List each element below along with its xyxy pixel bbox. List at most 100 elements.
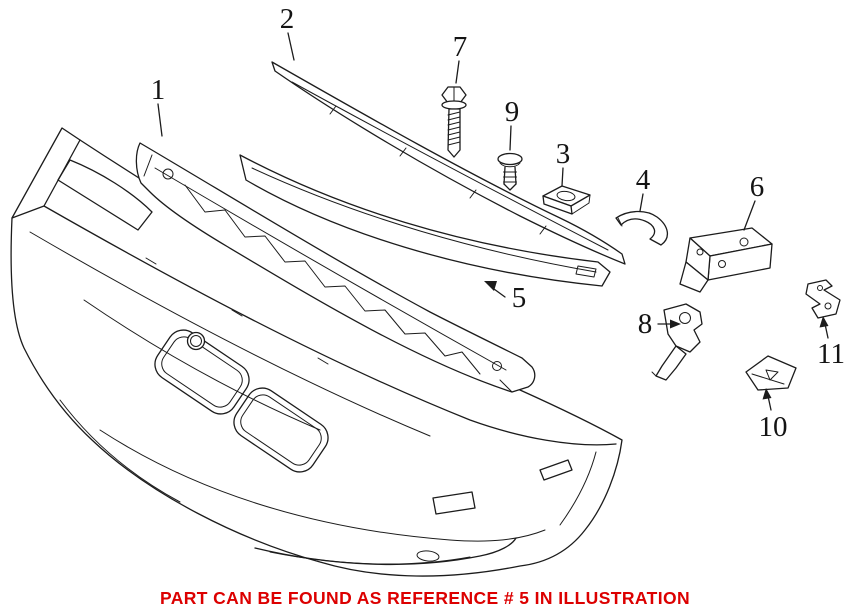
reference-note: PART CAN BE FOUND AS REFERENCE # 5 IN IL…: [159, 588, 691, 608]
bumper-face-crease: [83, 299, 321, 431]
callout-5: 5: [484, 281, 526, 314]
rivet-head: [497, 152, 523, 166]
callout-11-label: 11: [817, 338, 845, 370]
strip-inner-line: [291, 81, 609, 251]
bracket3-drawing: [542, 185, 591, 215]
absorber-end-cap: [143, 154, 153, 177]
bar-inner-line: [251, 167, 597, 273]
callout-2-leader: [287, 32, 295, 61]
bracket10-body: [745, 355, 797, 391]
bracket10-edge: [751, 373, 785, 385]
absorber-hole-left: [162, 168, 174, 180]
bracket8-body: [663, 303, 703, 353]
lower-intake-inner: [269, 551, 471, 565]
callout-7-label: 7: [453, 31, 468, 63]
bumper-upper-crease: [29, 231, 431, 437]
bracket11-hole-1: [817, 285, 823, 291]
callout-8-arrowhead: [670, 319, 681, 329]
absorber-truss-pattern: [184, 184, 481, 375]
callout-2: 2: [280, 3, 295, 61]
absorber-top-inner-line: [154, 167, 507, 371]
bumper-cover-drawing: [10, 127, 623, 577]
callout-3: 3: [556, 138, 571, 187]
bumper-lower-crease: [99, 429, 546, 542]
bracket6-hole-3: [696, 248, 704, 256]
bracket10-hole: [765, 369, 779, 381]
callout-5-arrowhead: [484, 281, 497, 291]
callout-7: 7: [453, 31, 468, 84]
emblem-mount-outer: [186, 331, 206, 351]
callout-6: 6: [743, 171, 765, 231]
headlight-opening: [57, 159, 153, 231]
bracket6-drawing: [679, 227, 773, 293]
bumper-top-seam: [43, 205, 617, 446]
callout-9-leader: [509, 125, 512, 151]
bracket4-tab: [617, 217, 623, 227]
absorber-hole-right: [492, 361, 502, 371]
bar-end-slot: [575, 265, 597, 278]
callout-1-leader: [157, 103, 163, 137]
trim-strip-drawing: [271, 61, 626, 265]
rivet-drawing: [497, 152, 523, 191]
bracket11-drawing: [805, 279, 841, 319]
energy-absorber-drawing: [135, 142, 536, 393]
bracket6-hole-2: [718, 260, 726, 268]
bracket8-hole: [679, 312, 691, 324]
fog-reflector-slot: [539, 459, 573, 481]
rivet-tip: [503, 183, 517, 191]
rivet-head-under: [499, 162, 521, 168]
strip-tab-1: [329, 105, 337, 115]
bracket8-foot: [651, 371, 657, 377]
bracket4-drawing: [615, 210, 668, 246]
kidney-grille-right-outer: [233, 387, 329, 473]
callout-5-label: 5: [512, 282, 527, 314]
towhook-cover: [432, 491, 476, 515]
lip-oval-detail: [416, 550, 440, 562]
strip-outline: [271, 61, 626, 265]
callout-3-label: 3: [556, 138, 571, 170]
bolt-drawing: [441, 86, 467, 158]
bolt-threads: [447, 111, 461, 146]
callout-7-leader: [455, 60, 460, 84]
callouts: 1 2 7 9 3 4 6: [151, 3, 845, 443]
bracket3-oval-hole: [556, 190, 576, 202]
reinforcement-bar-drawing: [239, 154, 611, 287]
absorber-right-step: [499, 379, 513, 393]
callout-1-label: 1: [151, 74, 166, 106]
callout-11-arrowhead: [819, 316, 829, 328]
right-vent-crease: [559, 451, 597, 526]
kidney-grille-left-outer: [154, 329, 250, 415]
bracket10-drawing: [745, 355, 797, 391]
callout-5-leader: [493, 288, 506, 298]
bolt-flange: [441, 100, 467, 110]
bracket8-drawing: [651, 303, 703, 381]
strip-tab-4: [539, 225, 547, 235]
callout-10: 10: [759, 388, 788, 443]
callout-4-label: 4: [636, 164, 651, 196]
bracket11-body: [805, 279, 841, 319]
callout-11: 11: [817, 316, 845, 370]
callout-1: 1: [151, 74, 166, 137]
bracket3-right-edge: [571, 194, 591, 215]
bracket4-hook: [615, 210, 668, 246]
kidney-grille-right-inner: [240, 394, 322, 466]
callout-6-leader: [743, 200, 756, 231]
callout-10-arrowhead: [762, 388, 772, 400]
seam-slot-3: [317, 357, 329, 365]
bracket11-hole-2: [824, 302, 832, 310]
callout-3-leader: [561, 167, 564, 187]
callout-6-label: 6: [750, 171, 765, 203]
bracket8-arm: [655, 345, 687, 381]
seam-slot-2: [231, 309, 243, 317]
callout-8-label: 8: [638, 308, 653, 340]
wheel-arch-line: [59, 399, 181, 503]
bar-outline: [239, 154, 611, 287]
bracket6-hole-1: [739, 237, 749, 247]
bracket6-lower-tab: [679, 261, 709, 293]
rivet-stem: [503, 166, 517, 185]
callout-4-leader: [639, 193, 644, 212]
callout-8: 8: [638, 308, 681, 340]
callout-9-label: 9: [505, 96, 520, 128]
